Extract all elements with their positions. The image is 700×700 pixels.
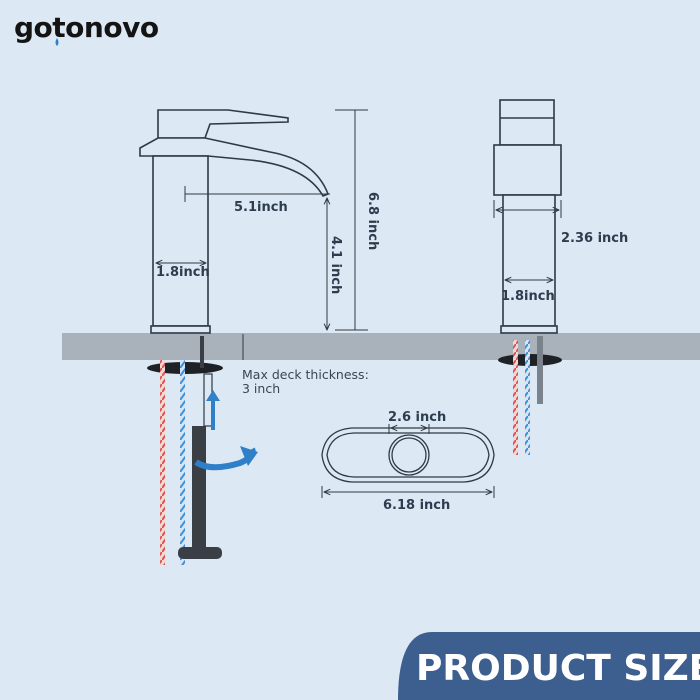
total-height-label: 6.8 inch xyxy=(365,192,380,250)
deck-thickness-note-line1: Max deck thickness: xyxy=(242,367,369,382)
base-width-side-label: 1.8inch xyxy=(501,289,555,304)
deck-plate xyxy=(321,427,495,483)
mounting-hardware-side xyxy=(498,336,562,455)
base-width-front-label: 1.8inch xyxy=(156,265,210,280)
dimension-lines-side xyxy=(493,200,562,280)
banner-label: PRODUCT SIZE xyxy=(416,648,700,689)
spout-height-label: 4.1 inch xyxy=(328,236,343,294)
hole-diameter-label: 2.6 inch xyxy=(388,410,446,425)
plate-width-label: 6.18 inch xyxy=(383,498,450,513)
faucet-side-view xyxy=(493,99,562,334)
countertop xyxy=(62,333,700,360)
rotate-arrow-icon xyxy=(240,446,258,466)
dimension-lines-front xyxy=(156,109,368,360)
mounting-hardware-front xyxy=(147,336,258,565)
product-size-banner: PRODUCT SIZE xyxy=(398,632,700,700)
brand-logo: gotonovo xyxy=(14,11,159,46)
spout-reach-label: 5.1inch xyxy=(234,200,288,215)
body-depth-label: 2.36 inch xyxy=(561,231,628,246)
dimension-lines-plate xyxy=(321,424,495,498)
faucet-front-view xyxy=(139,109,330,334)
water-drop-icon xyxy=(55,38,59,46)
brand-wordmark: gotonovo xyxy=(14,11,159,44)
deck-thickness-note-line2: 3 inch xyxy=(242,381,280,396)
